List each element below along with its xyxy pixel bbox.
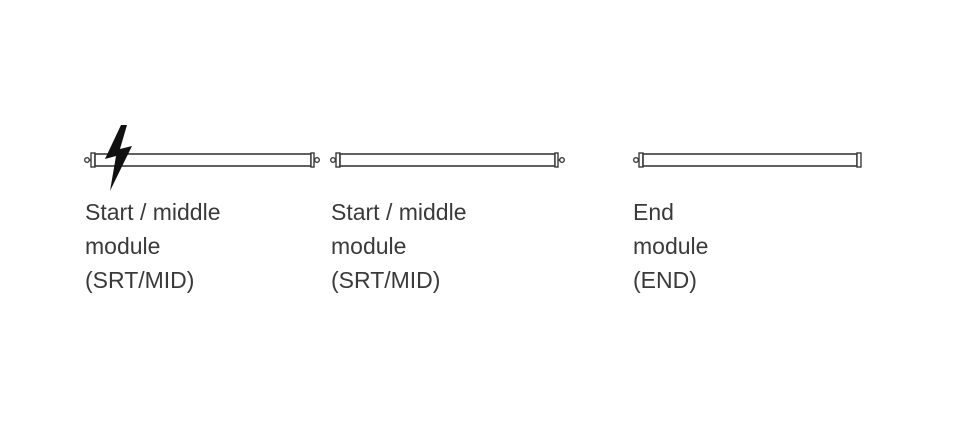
label-line: (END) [633, 267, 697, 293]
label-line: module [85, 233, 161, 259]
end-cap-right [554, 152, 559, 168]
connector-pin-left [330, 156, 337, 163]
module-label-end: End module (END) [633, 195, 708, 297]
module-label-start-middle-2: Start / middle module (SRT/MID) [331, 195, 467, 297]
connector-pin-left [633, 156, 640, 163]
module-bar-end [633, 152, 862, 168]
connector-pin-right [559, 156, 566, 163]
end-cap-right-closed [856, 152, 862, 168]
module-label-start-middle-1: Start / middle module (SRT/MID) [85, 195, 221, 297]
label-line: End [633, 199, 674, 225]
label-line: (SRT/MID) [331, 267, 441, 293]
tube-body [642, 153, 858, 167]
tube-body [94, 153, 312, 167]
label-line: Start / middle [331, 199, 467, 225]
tube-body [339, 153, 556, 167]
label-line: module [633, 233, 709, 259]
end-cap-right [310, 152, 315, 168]
connector-pin-right [314, 156, 321, 163]
label-line: (SRT/MID) [85, 267, 195, 293]
module-bar-start-middle-1 [83, 152, 321, 168]
label-line: module [331, 233, 407, 259]
module-bar-start-middle-2 [330, 152, 566, 168]
lightning-bolt-icon [105, 125, 132, 191]
connector-pin-left [83, 156, 90, 163]
label-line: Start / middle [85, 199, 221, 225]
